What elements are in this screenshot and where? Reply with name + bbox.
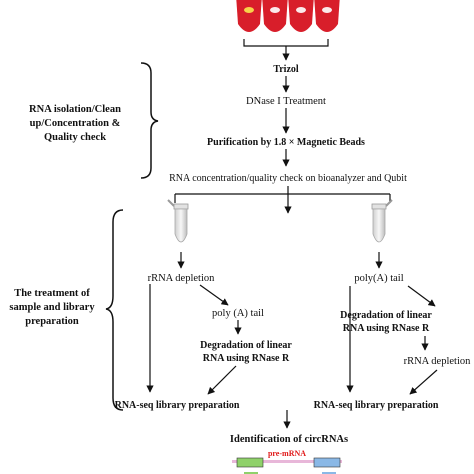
left-degradation-line: RNA using RNase R <box>203 353 290 364</box>
exon-block <box>236 457 264 468</box>
flow-arrow <box>409 369 438 395</box>
left-library-prep: RNA-seq library preparation <box>115 400 240 411</box>
sample-tube-icon <box>288 0 314 32</box>
sample-tubes-group <box>236 0 340 61</box>
isolation-label-line: Quality check <box>44 132 106 143</box>
flow-arrow <box>407 285 436 307</box>
right-degradation-line: RNA using RNase R <box>343 323 430 334</box>
step-trizol: Trizol <box>273 64 299 75</box>
library-brace <box>105 209 124 411</box>
isolation-label-line: RNA isolation/Clean <box>29 104 121 115</box>
left-polya: poly (A) tail <box>212 308 264 319</box>
flow-arrow <box>199 284 229 306</box>
step-qc: RNA concentration/quality check on bioan… <box>169 173 407 184</box>
library-label-line: preparation <box>25 316 79 327</box>
sample-tube-icon <box>314 0 340 32</box>
right-degradation-line: Degradation of linear <box>340 310 432 321</box>
step-dnase: DNase I Treatment <box>246 96 326 107</box>
right-polya: poly(A) tail <box>354 273 403 284</box>
isolation-label-line: up/Concentration & <box>30 118 121 129</box>
library-label-line: sample and library <box>9 302 95 313</box>
left-degradation-line: Degradation of linear <box>200 340 292 351</box>
flow-arrow <box>207 365 237 395</box>
right-tube-icon <box>371 199 393 243</box>
left-tube-icon <box>167 199 189 243</box>
right-rrna-depletion: rRNA depletion <box>404 356 472 367</box>
pre-mrna-label: pre-mRNA <box>268 449 306 458</box>
identification-title: Identification of circRNAs <box>230 434 348 445</box>
sample-tube-icon <box>262 0 288 32</box>
isolation-brace <box>140 62 159 179</box>
exon-block <box>313 457 341 468</box>
library-label-line: The treatment of <box>14 288 90 299</box>
right-library-prep: RNA-seq library preparation <box>314 400 439 411</box>
pre-mrna-graphic <box>232 457 342 474</box>
sample-tube-icon <box>236 0 262 32</box>
left-rrna-depletion: rRNA depletion <box>148 273 216 284</box>
step-purification: Purification by 1.8 × Magnetic Beads <box>207 137 365 148</box>
